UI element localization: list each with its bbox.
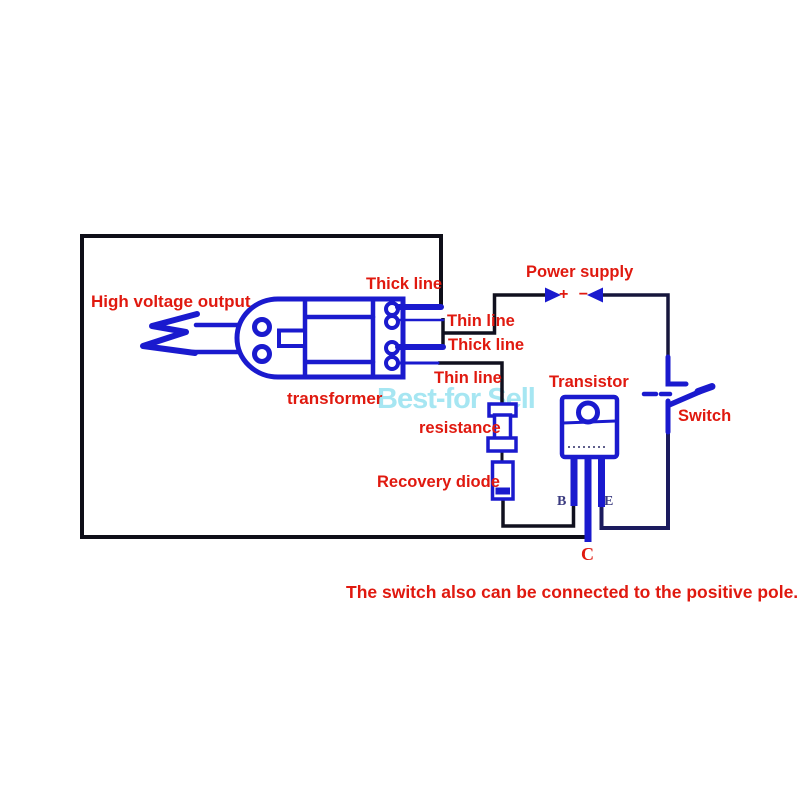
label-pin-b: B [557,494,567,509]
arrow-right-icon [545,287,561,303]
power-supply-arrows [545,287,603,303]
label-thin-line-upper: Thin line [447,312,515,330]
label-transistor: Transistor [549,373,629,391]
footer-note: The switch also can be connected to the … [346,582,799,602]
label-pin-c: C [581,544,594,564]
spark-gap-icon [140,311,200,356]
label-resistance: resistance [419,419,501,437]
label-power-supply: Power supply [526,263,634,281]
label-high-voltage-output: High voltage output [91,292,251,311]
label-thin-line-lower: Thin line [434,369,502,387]
resistor-symbol [486,402,518,453]
transformer-symbol [140,296,446,380]
label-pin-e: E [604,494,614,509]
diode-symbol [490,460,515,501]
label-polarity: + − [559,286,592,303]
arrow-left-icon [587,287,603,303]
label-transformer: transformer [287,389,383,408]
label-thick-line-mid: Thick line [448,336,525,354]
mounting-hole-icon [576,400,600,425]
label-switch: Switch [678,407,732,425]
label-thick-line-top: Thick line [366,275,443,293]
transistor-symbol [559,394,620,542]
switch-symbol [641,354,716,435]
main-loop-wire [80,234,586,539]
label-recovery-diode: Recovery diode [377,473,500,491]
wiring [438,293,670,530]
